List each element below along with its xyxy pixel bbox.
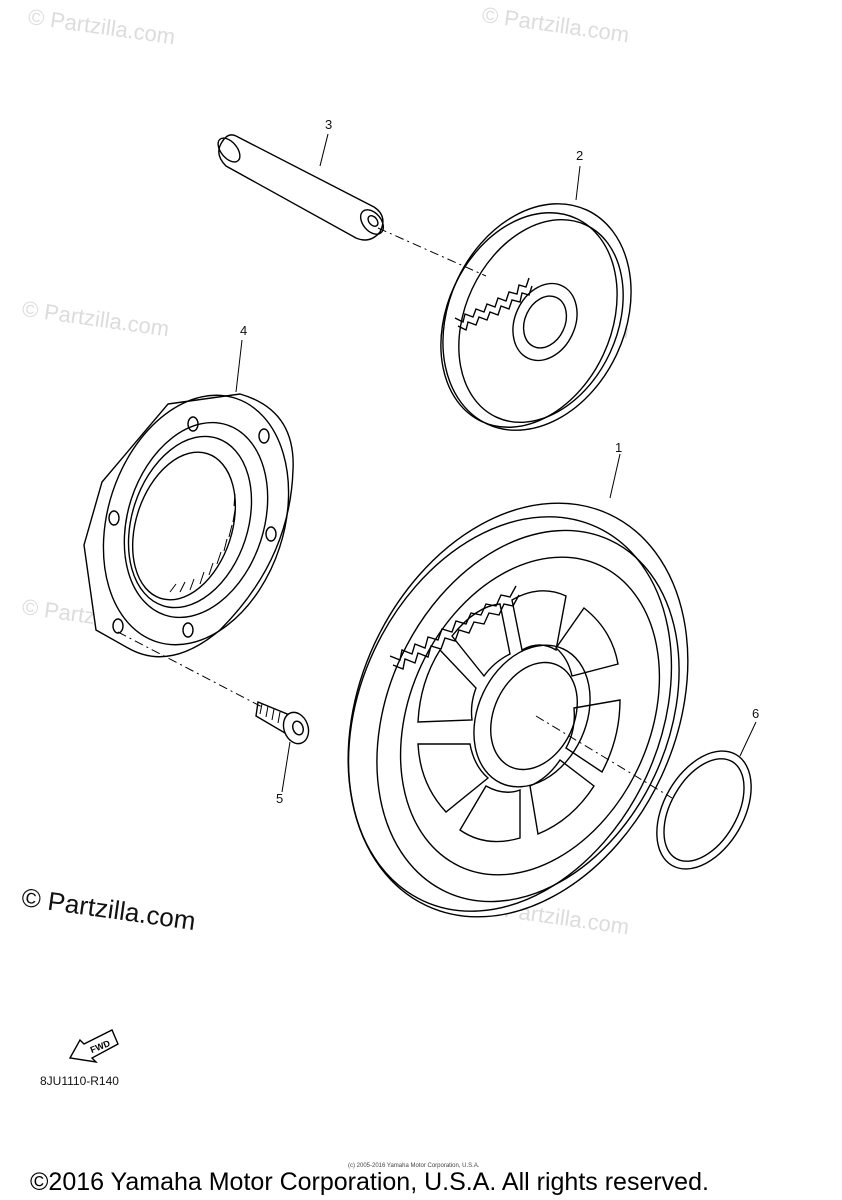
part-4-clutch xyxy=(83,393,294,658)
leader-lines xyxy=(235,133,757,793)
callout-3: 3 xyxy=(325,117,333,132)
part-5-bolt xyxy=(255,701,310,745)
fwd-arrow-icon xyxy=(68,1029,119,1064)
drawing-code: 8JU1110-R140 xyxy=(40,1074,119,1088)
callout-1: 1 xyxy=(615,440,623,455)
callout-6: 6 xyxy=(752,706,760,721)
part-1-starter-wheel-gear xyxy=(347,502,689,918)
part-2-idle-gear xyxy=(440,203,632,431)
callout-2: 2 xyxy=(576,148,584,163)
callout-4: 4 xyxy=(240,323,248,338)
fine-print: (c) 2005-2016 Yamaha Motor Corporation, … xyxy=(348,1163,480,1169)
callout-5: 5 xyxy=(276,791,284,806)
gear-teeth xyxy=(389,585,520,670)
part-3-shaft xyxy=(217,134,385,241)
copyright-notice: ©2016 Yamaha Motor Corporation, U.S.A. A… xyxy=(30,1168,709,1196)
part-6-washer xyxy=(656,750,752,870)
alignment-lines xyxy=(117,227,673,799)
gear-teeth xyxy=(454,277,533,332)
